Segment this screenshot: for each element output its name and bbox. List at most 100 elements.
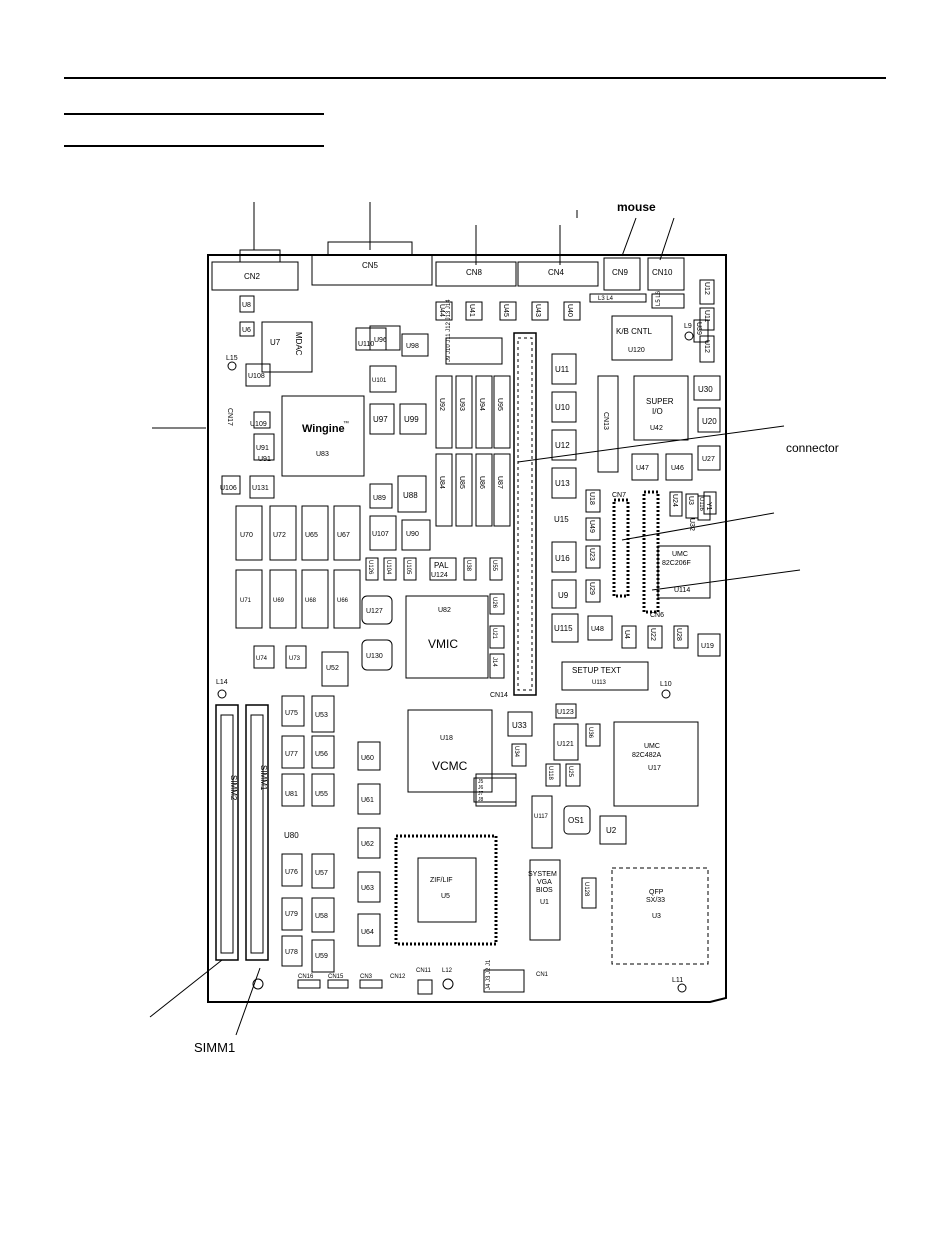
svg-text:CN17: CN17 xyxy=(226,408,233,426)
svg-text:U130: U130 xyxy=(366,653,383,660)
simm1-slot-label: SIMM1 xyxy=(259,765,268,791)
svg-text:U63: U63 xyxy=(361,885,374,892)
cn14-label: CN14 xyxy=(490,692,508,699)
svg-text:U74: U74 xyxy=(256,656,268,662)
svg-text:U71: U71 xyxy=(240,598,252,604)
svg-text:U7: U7 xyxy=(270,338,281,347)
u120-chip xyxy=(611,315,673,361)
u82-chip xyxy=(405,595,489,679)
svg-text:U113: U113 xyxy=(592,680,607,686)
svg-text:U91: U91 xyxy=(256,445,269,452)
svg-text:U89: U89 xyxy=(373,495,386,502)
svg-text:L10: L10 xyxy=(660,681,672,688)
chip-labels: U12 U11 U12 U8 U6 U7 MDAC U110 U96 U98 U… xyxy=(216,282,717,984)
svg-text:U2: U2 xyxy=(606,826,617,835)
svg-text:VGA: VGA xyxy=(537,879,552,886)
cn6-header xyxy=(642,490,660,614)
svg-text:U64: U64 xyxy=(361,929,374,936)
svg-text:J7: J7 xyxy=(478,791,484,797)
svg-text:U80: U80 xyxy=(284,831,299,840)
svg-text:CN13: CN13 xyxy=(602,412,609,430)
svg-text:U131: U131 xyxy=(252,485,269,492)
svg-text:U18: U18 xyxy=(588,492,595,505)
svg-text:U12: U12 xyxy=(555,441,570,450)
svg-text:U55: U55 xyxy=(315,791,328,798)
svg-text:U3: U3 xyxy=(652,913,661,920)
simm2-slot xyxy=(215,704,239,961)
u83-chip xyxy=(281,395,365,477)
svg-text:U58: U58 xyxy=(315,913,328,920)
svg-text:U65: U65 xyxy=(305,532,318,539)
cn4-label: CN4 xyxy=(548,268,565,277)
svg-text:™: ™ xyxy=(343,420,349,427)
svg-text:U73: U73 xyxy=(289,656,301,662)
cn10-label: CN10 xyxy=(652,268,673,277)
svg-text:U59: U59 xyxy=(315,953,328,960)
svg-text:U25: U25 xyxy=(567,766,573,778)
jumpers xyxy=(297,337,525,995)
j9-j14-label: J9 J10 J11 J12 J13 J14 xyxy=(446,299,452,362)
svg-text:U10: U10 xyxy=(555,403,570,412)
svg-text:U115: U115 xyxy=(554,624,573,633)
svg-text:U68: U68 xyxy=(305,598,317,604)
u42-chip xyxy=(633,375,689,441)
svg-text:U70: U70 xyxy=(240,532,253,539)
cn9-label: CN9 xyxy=(612,268,629,277)
u3-qfp xyxy=(611,867,709,965)
svg-text:U60: U60 xyxy=(361,755,374,762)
svg-text:U28: U28 xyxy=(675,628,682,641)
svg-text:U110: U110 xyxy=(358,341,374,348)
callout-simm1: SIMM1 xyxy=(194,1040,235,1055)
svg-text:U1: U1 xyxy=(540,899,549,906)
svg-text:U4: U4 xyxy=(623,630,630,639)
svg-text:L12: L12 xyxy=(442,968,453,974)
svg-text:U11: U11 xyxy=(555,365,570,374)
svg-text:U126: U126 xyxy=(367,560,373,575)
svg-text:U3: U3 xyxy=(687,496,694,505)
svg-text:U79: U79 xyxy=(285,911,298,918)
svg-text:U8: U8 xyxy=(242,302,251,309)
svg-text:Wingine: Wingine xyxy=(302,423,345,435)
simm2-label: SIMM2 xyxy=(229,775,238,801)
svg-text:U30: U30 xyxy=(698,385,713,394)
svg-text:U22: U22 xyxy=(649,628,656,641)
svg-text:U52: U52 xyxy=(326,665,339,672)
svg-text:I/O: I/O xyxy=(652,407,663,416)
svg-text:U19: U19 xyxy=(701,643,714,650)
svg-text:U82: U82 xyxy=(438,607,451,614)
svg-text:CN1: CN1 xyxy=(536,972,549,978)
svg-text:U78: U78 xyxy=(285,949,298,956)
u113-setup xyxy=(561,661,649,691)
svg-text:ZIF/LIF: ZIF/LIF xyxy=(430,877,453,884)
svg-text:82C482A: 82C482A xyxy=(632,752,662,759)
svg-text:U61: U61 xyxy=(361,797,374,804)
svg-text:U87: U87 xyxy=(496,476,503,489)
svg-text:U99: U99 xyxy=(404,415,419,424)
svg-text:U21: U21 xyxy=(491,628,497,640)
svg-text:U44: U44 xyxy=(438,304,445,317)
svg-text:U23: U23 xyxy=(588,548,595,561)
svg-text:U46: U46 xyxy=(671,465,684,472)
cn13-slot xyxy=(597,375,619,473)
svg-text:U47: U47 xyxy=(636,465,649,472)
svg-text:J5: J5 xyxy=(478,779,484,785)
svg-text:U86: U86 xyxy=(478,476,485,489)
svg-text:U90: U90 xyxy=(406,531,419,538)
svg-text:U9: U9 xyxy=(558,591,569,600)
svg-text:U72: U72 xyxy=(273,532,286,539)
u18-vcmc-chip xyxy=(407,709,493,793)
svg-text:U11: U11 xyxy=(703,310,710,322)
l5l6-label: L5 L6 xyxy=(656,290,662,306)
callout-mouse: mouse xyxy=(617,200,656,214)
svg-text:J8: J8 xyxy=(478,797,484,803)
svg-text:U98: U98 xyxy=(406,343,419,350)
svg-text:U128: U128 xyxy=(583,882,589,897)
svg-text:CN3: CN3 xyxy=(360,974,373,980)
svg-text:U84: U84 xyxy=(438,476,445,489)
svg-text:U105: U105 xyxy=(405,560,411,575)
svg-text:U45: U45 xyxy=(502,304,509,317)
u5-socket xyxy=(394,834,498,946)
svg-text:U39: U39 xyxy=(695,322,702,335)
svg-text:U49: U49 xyxy=(588,520,595,533)
